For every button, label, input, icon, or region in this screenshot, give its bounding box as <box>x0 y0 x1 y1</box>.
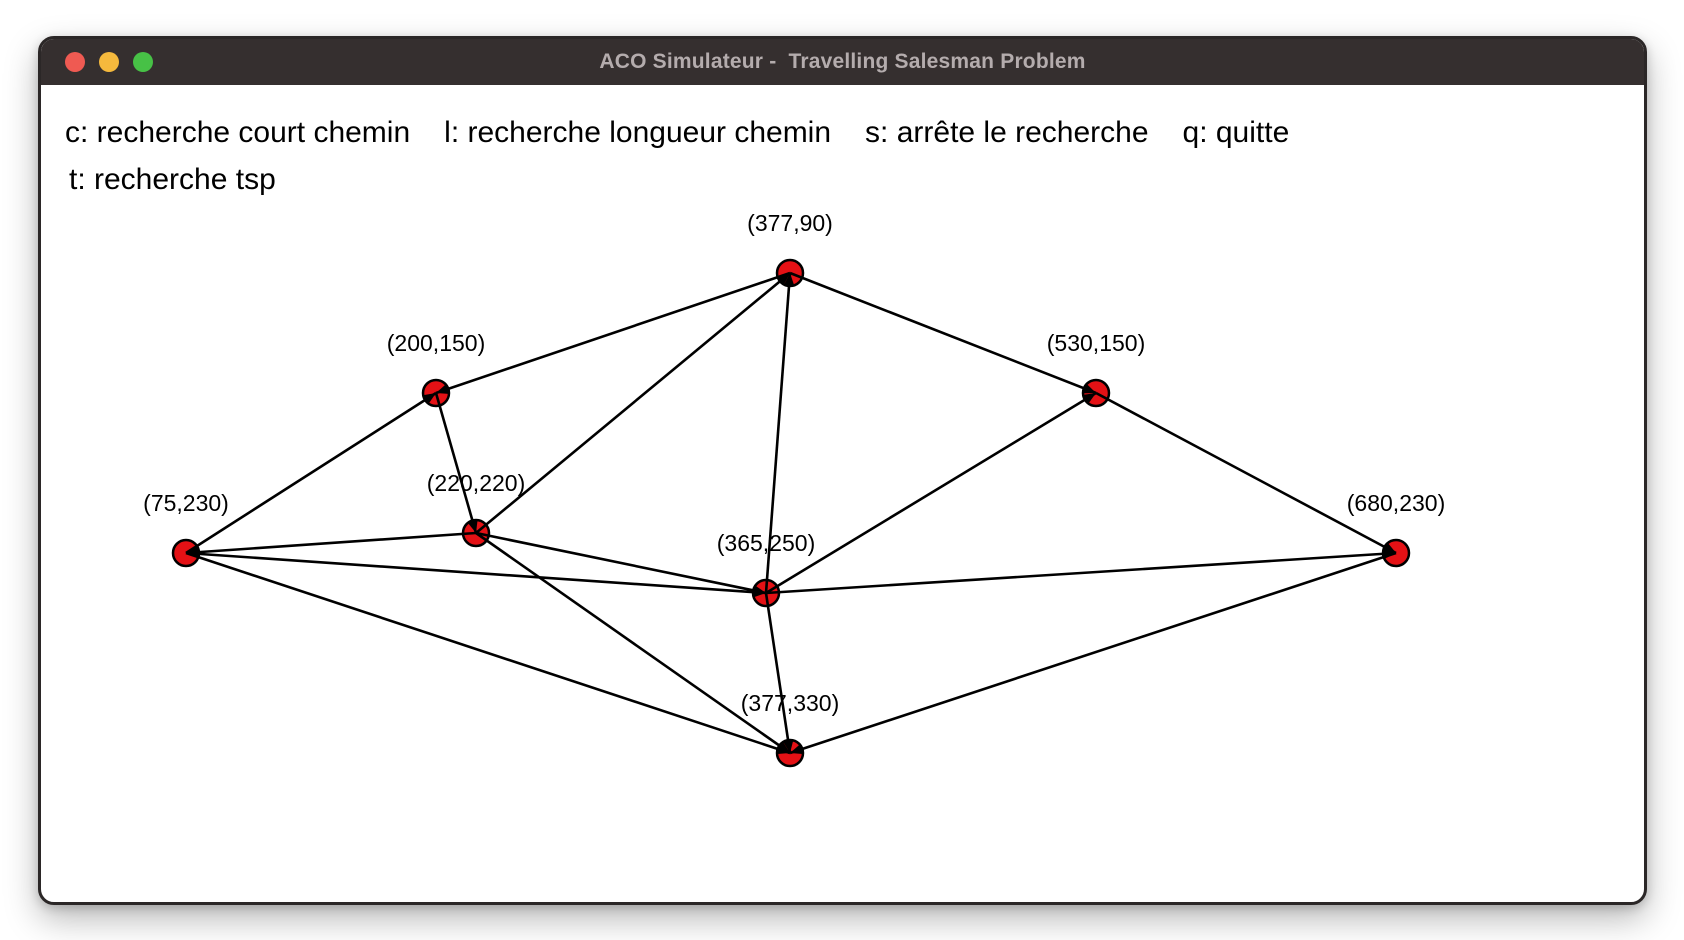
instruction-tsp: t: recherche tsp <box>69 163 276 196</box>
zoom-button[interactable] <box>133 52 153 72</box>
graph-node[interactable] <box>1081 378 1111 408</box>
graph-node[interactable] <box>775 738 805 768</box>
close-button[interactable] <box>65 52 85 72</box>
title-bar: ACO Simulateur - Travelling Salesman Pro… <box>41 39 1644 85</box>
instruction-quit: q: quitte <box>1182 116 1290 149</box>
graph-node[interactable] <box>171 538 201 568</box>
graph-node[interactable] <box>775 258 805 288</box>
instructions: c: recherche court chemin l: recherche l… <box>65 109 1289 203</box>
graph-node[interactable] <box>751 578 781 608</box>
instruction-stop-search: s: arrête le recherche <box>865 116 1149 149</box>
graph-node[interactable] <box>421 378 451 408</box>
graph-node[interactable] <box>1381 538 1411 568</box>
window-controls <box>65 39 153 85</box>
instruction-short-path: c: recherche court chemin <box>65 116 411 149</box>
minimize-button[interactable] <box>99 52 119 72</box>
window-title: ACO Simulateur - Travelling Salesman Pro… <box>599 50 1086 73</box>
instructions-line-1: c: recherche court chemin l: recherche l… <box>65 109 1289 156</box>
app-window: ACO Simulateur - Travelling Salesman Pro… <box>38 36 1647 905</box>
instruction-long-path: l: recherche longueur chemin <box>444 116 832 149</box>
graph-node[interactable] <box>461 518 491 548</box>
instructions-line-2: t: recherche tsp <box>65 156 1289 203</box>
